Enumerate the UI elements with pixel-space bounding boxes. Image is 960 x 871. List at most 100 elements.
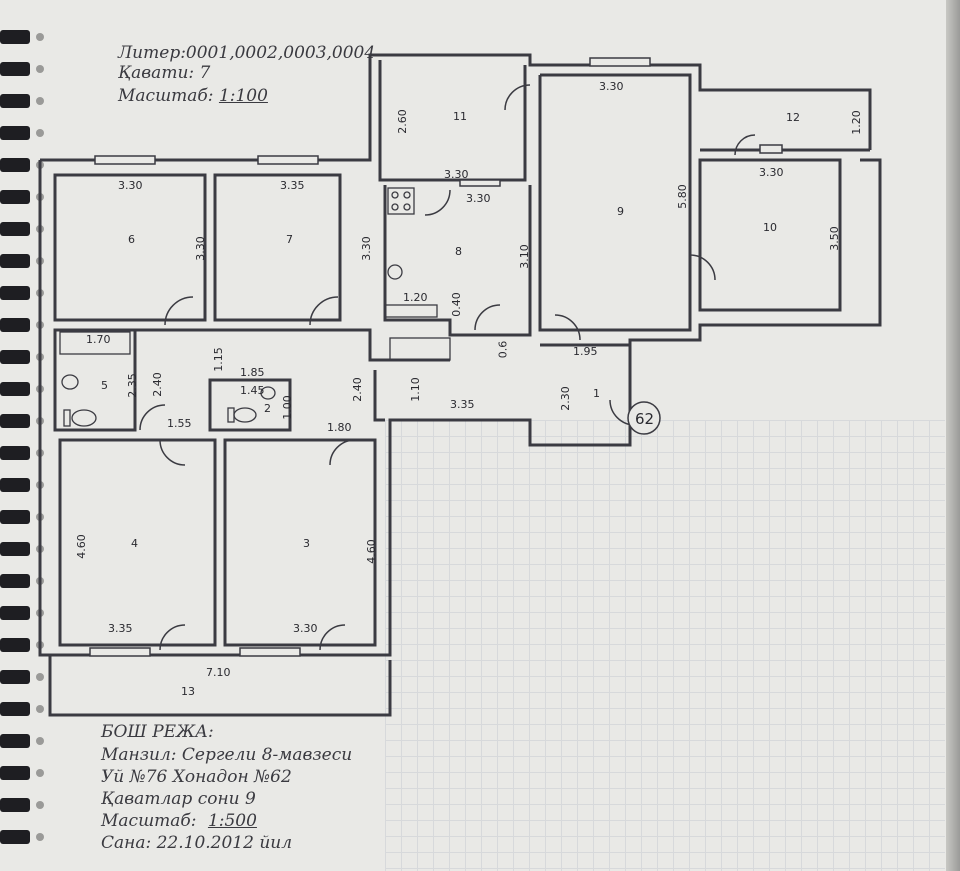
binding-hole (36, 65, 44, 73)
sink (260, 386, 276, 400)
room-number: 1 (593, 387, 600, 400)
dimension: 3.30 (293, 622, 318, 635)
window (759, 144, 783, 154)
dimension: 1.55 (167, 417, 192, 430)
binding-ring (0, 638, 30, 652)
room-number: 9 (617, 205, 624, 218)
room-10-walls (698, 158, 842, 312)
footer-title: БОШ РЕЖА: (101, 722, 214, 742)
footer-scale: Масштаб: 1:500 (101, 811, 257, 832)
room-number: 3 (303, 537, 310, 550)
binding-hole (36, 737, 44, 745)
apartment-badge-circle (627, 401, 661, 435)
bathtub (59, 331, 131, 355)
dimension: 3.30 (466, 192, 491, 205)
outer-wall-top (40, 53, 872, 162)
window (94, 155, 156, 165)
dimension: 1.20 (403, 291, 428, 304)
counter (384, 304, 438, 318)
door-arc (554, 314, 581, 341)
room-6-walls (53, 173, 207, 322)
room-number: 5 (101, 379, 108, 392)
door-arc (309, 296, 339, 326)
room-4-walls (58, 438, 217, 647)
dimension: 3.30 (193, 236, 207, 261)
binding-hole (36, 97, 44, 105)
sink (61, 374, 79, 390)
footer-scale-value: 1:500 (207, 811, 257, 831)
balcony-13-wall (48, 655, 392, 717)
dimension: 3.50 (827, 226, 841, 251)
dimension: 2.40 (150, 372, 164, 397)
window (89, 647, 151, 657)
scale-label: Масштаб: 1:100 (118, 86, 268, 106)
outer-wall-left (38, 158, 882, 657)
room-7-walls (213, 173, 342, 322)
door-arc (424, 189, 451, 216)
dimension: 1.15 (211, 347, 225, 372)
binding-ring (0, 62, 30, 76)
room-5-walls (53, 328, 137, 432)
room-number: 6 (128, 233, 135, 246)
dimension: 3.35 (280, 179, 305, 192)
footer-scale-prefix: Масштаб: (101, 811, 197, 831)
binding-hole (36, 33, 44, 41)
room-2-walls (208, 378, 292, 432)
toilet (233, 407, 257, 423)
dimension: 4.60 (364, 539, 378, 564)
binding-ring (0, 414, 30, 428)
binding-hole (36, 833, 44, 841)
binding-ring (0, 798, 30, 812)
binding-ring (0, 254, 30, 268)
binding-ring (0, 670, 30, 684)
binding-ring (0, 350, 30, 364)
dimension: 2.35 (125, 373, 139, 398)
dimension: 2.30 (558, 386, 572, 411)
door-arc (139, 404, 166, 431)
door-arc (504, 84, 531, 111)
dimension: 3.30 (759, 166, 784, 179)
door-arc (329, 439, 356, 466)
room-number: 2 (264, 402, 271, 415)
binding-hole (36, 769, 44, 777)
dimension: 1.00 (280, 395, 294, 420)
door-arc (474, 304, 501, 331)
dimension: 1.20 (849, 110, 863, 135)
dimension: 0.40 (449, 292, 463, 317)
toilet (71, 409, 97, 427)
footer-date: Сана: 22.10.2012 йил (101, 833, 293, 853)
room-3-walls (223, 438, 377, 647)
binding-ring (0, 766, 30, 780)
window (589, 57, 651, 67)
dimension: 3.30 (444, 168, 469, 181)
liter-label: Литер:0001,0002,0003,0004 (118, 43, 376, 63)
room-number: 7 (286, 233, 293, 246)
binding-ring (0, 382, 30, 396)
dimension: 1.85 (240, 366, 265, 379)
window (257, 155, 319, 165)
dimension: 3.30 (359, 236, 373, 261)
stove (387, 187, 415, 215)
dimension: 5.80 (675, 184, 689, 209)
door-arc (159, 439, 186, 466)
binding-ring (0, 222, 30, 236)
dimension: 0.6 (496, 340, 510, 359)
room-11-walls (378, 60, 527, 182)
dimension: 1.80 (327, 421, 352, 434)
binding-ring (0, 30, 30, 44)
binding-ring (0, 158, 30, 172)
door-arc (734, 134, 756, 156)
binding-hole (36, 801, 44, 809)
dimension: 1.10 (408, 377, 422, 402)
binding-ring (0, 542, 30, 556)
footer-house: Уй №76 Хонадон №62 (101, 767, 292, 787)
corridor-wall-2 (373, 370, 385, 422)
binding-ring (0, 478, 30, 492)
corridor-wall (135, 328, 450, 362)
room-9-walls (538, 73, 692, 332)
door-arc (689, 254, 716, 281)
binding-ring (0, 94, 30, 108)
dimension: 1.70 (86, 333, 111, 346)
footer-address: Манзил: Сергели 8-мавзеси (101, 745, 353, 765)
room-number: 13 (181, 685, 195, 698)
